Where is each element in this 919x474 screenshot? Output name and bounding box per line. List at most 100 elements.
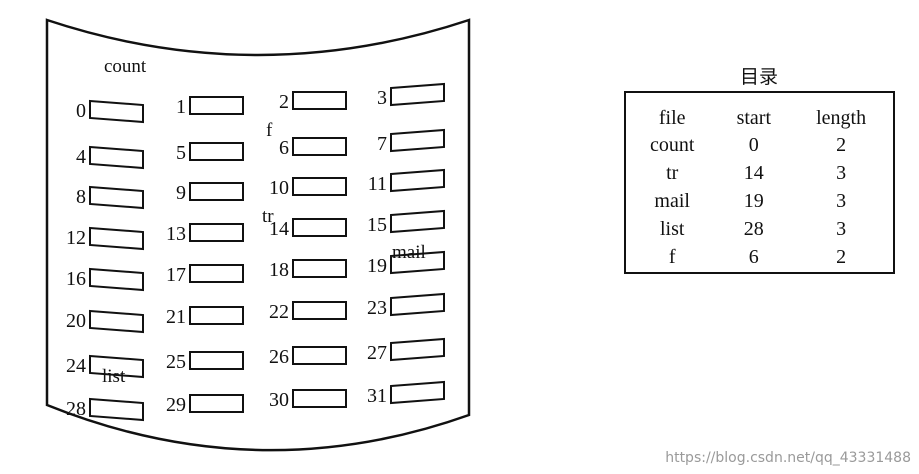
cell-start: 14: [743, 162, 764, 185]
disk-block: 3: [377, 82, 445, 109]
disk-block-number: 20: [66, 310, 86, 332]
disk-block: 24: [66, 354, 144, 379]
disk-block: 8: [76, 185, 144, 210]
disk-block-rect: [292, 301, 347, 320]
disk-block-rect: [189, 96, 244, 115]
disk-block-rect: [390, 337, 445, 362]
disk-block-number: 31: [367, 385, 387, 407]
disk-block-rect: [292, 389, 347, 408]
file-label-f: f: [266, 120, 273, 141]
disk-block-number: 18: [269, 259, 289, 281]
disk-block-rect: [292, 137, 347, 156]
disk-block-rect: [292, 218, 347, 237]
disk-block-rect: [189, 264, 244, 283]
disk-block-number: 9: [176, 182, 186, 204]
disk-block-rect: [189, 394, 244, 413]
disk-block-number: 23: [367, 297, 387, 319]
disk-block-number: 15: [367, 214, 387, 236]
disk-block-number: 29: [166, 394, 186, 416]
disk-block-rect: [390, 82, 445, 107]
disk-block-rect: [89, 145, 144, 170]
disk-block-number: 28: [66, 398, 86, 420]
disk-block-number: 25: [166, 351, 186, 373]
file-label-mail: mail: [392, 242, 426, 263]
disk-block: 15: [367, 209, 445, 236]
disk-block-rect: [89, 354, 144, 379]
disk-block-number: 4: [76, 146, 86, 168]
directory-title: 目录: [740, 66, 779, 88]
disk-block-number: 7: [377, 133, 387, 155]
disk-block-number: 26: [269, 346, 289, 368]
disk-block: 28: [66, 397, 144, 422]
disk-block-rect: [189, 142, 244, 161]
file-label-count: count: [104, 56, 147, 77]
disk-block: 14: [269, 218, 347, 240]
table-row: mail 19 3: [625, 188, 894, 216]
disk-block-rect: [89, 185, 144, 210]
file-label-tr: tr: [262, 206, 274, 227]
disk-block: 29: [166, 394, 244, 416]
disk-block-rect: [292, 177, 347, 196]
disk-block-number: 12: [66, 227, 86, 249]
disk-block: 13: [166, 223, 244, 245]
directory-header-row: file start length: [625, 92, 894, 132]
disk-block-number: 8: [76, 186, 86, 208]
disk-block-number: 21: [166, 306, 186, 328]
disk-block: 4: [76, 145, 144, 170]
disk-block-rect: [390, 380, 445, 405]
cell-start: 0: [748, 134, 759, 157]
cell-file: f: [668, 246, 676, 269]
disk-block-rect: [292, 91, 347, 110]
disk-block-number: 10: [269, 177, 289, 199]
disk-block: 16: [66, 267, 144, 292]
column-header-file: file: [658, 107, 686, 129]
disk-block-number: 6: [279, 137, 289, 159]
table-row: tr 14 3: [625, 160, 894, 188]
cell-file: list: [659, 218, 685, 241]
cell-file: mail: [654, 190, 690, 213]
disk-block-rect: [189, 351, 244, 370]
disk-block: 19: [367, 250, 445, 277]
cell-file: count: [649, 134, 695, 157]
disk-block-rect: [390, 209, 445, 234]
cell-start: 19: [743, 190, 764, 213]
directory-table: file start length count 0 2 tr 14 3 mail…: [624, 91, 895, 274]
disk-block-rect: [292, 259, 347, 278]
cell-length: 3: [836, 218, 847, 241]
disk-block-number: 30: [269, 389, 289, 411]
disk-block: 21: [166, 306, 244, 328]
disk-block: 30: [269, 389, 347, 411]
disk-block-number: 2: [279, 91, 289, 113]
cell-length: 3: [836, 162, 847, 185]
disk-block-number: 19: [367, 255, 387, 277]
disk-block: 10: [269, 177, 347, 199]
disk-block-number: 3: [377, 87, 387, 109]
disk-block-number: 24: [66, 355, 86, 377]
disk-block: 7: [377, 128, 445, 155]
disk-block-rect: [189, 223, 244, 242]
disk-block-rect: [89, 309, 144, 334]
disk-block-rect: [89, 99, 144, 124]
disk-block: 22: [269, 301, 347, 323]
disk-block-rect: [189, 306, 244, 325]
disk-block-rect: [390, 250, 445, 275]
disk-block: 12: [66, 226, 144, 251]
disk-block-number: 1: [176, 96, 186, 118]
disk-block: 27: [367, 337, 445, 364]
disk-block: 11: [368, 168, 445, 195]
disk-block: 17: [166, 264, 244, 286]
disk-block: 31: [367, 380, 445, 407]
disk-block-rect: [390, 292, 445, 317]
disk-outline: [45, 18, 471, 452]
disk-block-number: 17: [166, 264, 186, 286]
disk-block: 9: [176, 182, 244, 204]
disk-block: 1: [176, 96, 244, 118]
disk-block-rect: [390, 128, 445, 153]
disk-block: 2: [279, 91, 347, 113]
table-row: count 0 2: [625, 132, 894, 160]
cell-start: 28: [743, 218, 764, 241]
disk-block-rect: [189, 182, 244, 201]
disk-block: 23: [367, 292, 445, 319]
disk-block-rect: [89, 397, 144, 422]
